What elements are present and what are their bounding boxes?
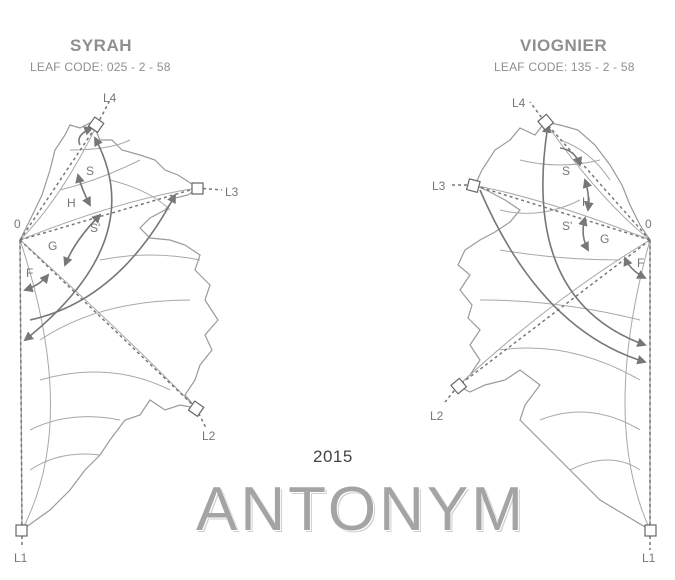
right-leaf-outline — [456, 121, 651, 532]
right-arc-f — [623, 256, 647, 279]
right-arc-g — [578, 216, 589, 252]
brand-logo: ANTONYM — [196, 474, 526, 545]
left-line-o-l1 — [19, 239, 23, 531]
right-point-l4: L4 — [512, 96, 526, 110]
right-point-l1: L1 — [642, 551, 656, 565]
left-measure-g: G — [48, 239, 57, 253]
left-measure-s: S — [86, 164, 94, 178]
right-measure-g: G — [600, 232, 609, 246]
left-point-origin: 0 — [14, 217, 21, 231]
left-point-l4-marker — [87, 116, 105, 134]
vintage-year: 2015 — [313, 447, 353, 466]
left-point-l2: L2 — [202, 429, 216, 443]
right-leaf-code: LEAF CODE: 135 - 2 - 58 — [494, 60, 635, 74]
right-point-l1-marker — [644, 524, 657, 537]
left-point-l4: L4 — [103, 91, 117, 105]
left-point-l3-marker — [191, 182, 204, 195]
right-point-l2: L2 — [430, 409, 444, 423]
left-leaf-code: LEAF CODE: 025 - 2 - 58 — [30, 60, 171, 74]
right-leaf: 0 L4 L3 L2 L1 S H S' G F — [430, 96, 657, 565]
right-point-origin: 0 — [645, 217, 652, 231]
left-point-l1-marker — [15, 524, 28, 537]
right-point-l2-marker — [450, 377, 468, 395]
left-point-l1: L1 — [14, 551, 28, 565]
left-arc-f — [23, 273, 50, 293]
left-arc-s-prime — [23, 136, 113, 342]
right-arc-s-prime — [542, 123, 647, 347]
left-line-o-l2 — [19, 239, 197, 409]
left-arc-g — [63, 213, 102, 267]
left-measure-f: F — [26, 266, 33, 280]
left-leaf: 0 L4 L3 L2 L1 S H S' G F — [14, 91, 239, 565]
right-measure-h: H — [582, 195, 591, 209]
right-measure-s: S — [562, 164, 570, 178]
left-measure-h: H — [67, 196, 76, 210]
right-measure-s-prime: S' — [562, 219, 572, 233]
right-point-l4-marker — [537, 113, 555, 131]
left-variety-title: SYRAH — [70, 36, 133, 55]
right-variety-title: VIOGNIER — [520, 36, 608, 55]
brand-name: ANTONYM — [196, 475, 526, 544]
right-measure-f: F — [637, 256, 644, 270]
left-measure-s-prime: S' — [90, 221, 100, 235]
left-leaf-outline — [19, 121, 219, 532]
left-point-l3: L3 — [225, 185, 239, 199]
right-point-l3: L3 — [432, 179, 446, 193]
left-point-l2-marker — [187, 400, 205, 418]
right-point-l3-marker — [465, 178, 481, 194]
